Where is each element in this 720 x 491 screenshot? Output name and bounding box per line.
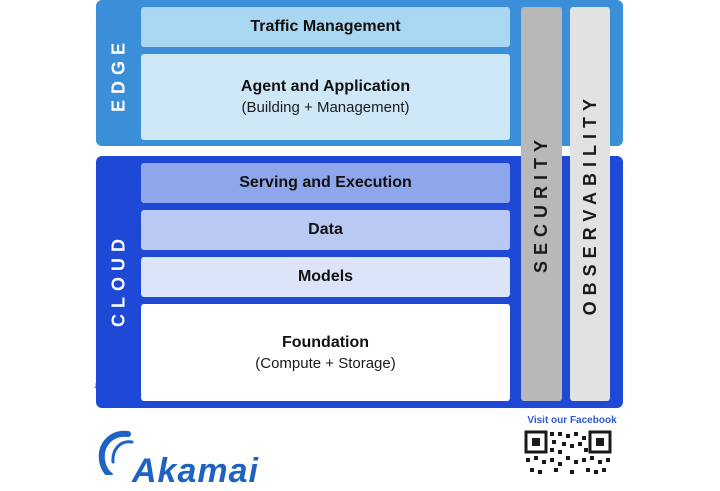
layer-subtitle: (Building + Management)	[241, 99, 410, 116]
layer-title: Agent and Application	[240, 78, 411, 95]
layer-subtitle: (Compute + Storage)	[255, 354, 396, 372]
edge-label: EDGE	[108, 36, 129, 112]
arrow-down-icon: ↓	[93, 380, 98, 390]
layer-title: Models	[297, 268, 354, 285]
layer-serving-and-execution: Serving and Execution	[141, 163, 510, 203]
cloud-label: CLOUD	[108, 233, 129, 327]
observability-pillar: OBSERVABILITY	[570, 7, 610, 401]
layer-foundation: Foundation (Compute + Storage)	[141, 304, 510, 401]
facebook-caption[interactable]: Visit our Facebook	[527, 415, 617, 426]
qr-code-icon[interactable]	[524, 430, 612, 475]
layer-models: Models	[141, 257, 510, 297]
layer-data: Data	[141, 210, 510, 250]
layer-title: Data	[308, 221, 343, 238]
layer-agent-and-application: Agent and Application (Building + Manage…	[141, 54, 510, 140]
akamai-swoosh-icon	[98, 430, 134, 475]
layer-title: Traffic Management	[250, 18, 401, 35]
security-pillar: SECURITY	[521, 7, 562, 401]
akamai-wordmark: Akamai	[132, 452, 259, 490]
layer-title: Serving and Execution	[239, 174, 412, 191]
layer-title: Foundation	[281, 333, 370, 351]
layer-traffic-management: Traffic Management	[141, 7, 510, 47]
security-label: SECURITY	[531, 134, 551, 274]
observability-label: OBSERVABILITY	[579, 92, 600, 316]
